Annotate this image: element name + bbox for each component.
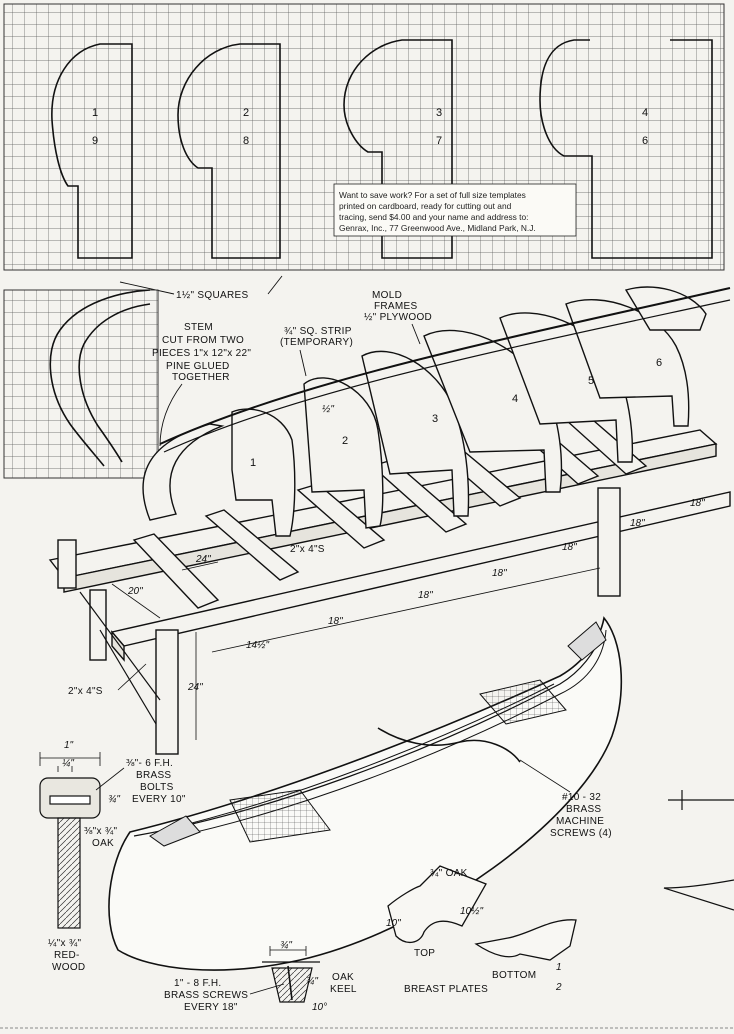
- partial-figure-right: [663, 790, 734, 911]
- dim-18-b: 18": [418, 590, 433, 601]
- plywood-label: ½" PLYWOOD: [364, 312, 432, 323]
- gunwale-section: [39, 752, 101, 929]
- dim-24-vertical: 24": [187, 682, 203, 693]
- template-7-number: 7: [436, 135, 442, 147]
- dim-keel-depth: ¾": [306, 976, 318, 987]
- mold-label: MOLD: [372, 290, 402, 301]
- stem-line-5: TOGETHER: [172, 372, 230, 383]
- bolts-label: BOLTS: [140, 782, 174, 793]
- frame-6-number: 6: [656, 357, 662, 369]
- dim-bottom-1: 1: [556, 962, 562, 973]
- machine-screws-machine: MACHINE: [556, 816, 604, 827]
- keel-section: [262, 946, 320, 1003]
- redwood-label-2: WOOD: [52, 962, 85, 973]
- note-line-3: tracing, send $4.00 and your name and ad…: [339, 212, 529, 222]
- dim-18-e: 18": [630, 518, 645, 529]
- oak-plate-label: ¾" OAK: [430, 868, 468, 879]
- dim-top-10: 10": [386, 918, 401, 929]
- dim-18-a: 18": [328, 616, 343, 627]
- finished-canoe: [108, 616, 623, 971]
- frame-1-number: 1: [250, 457, 256, 469]
- template-6-number: 6: [642, 135, 648, 147]
- dim-14-half: 14½": [246, 640, 269, 651]
- dim-three-quarter: ¾": [108, 794, 120, 805]
- breast-plates-label: BREAST PLATES: [404, 984, 488, 995]
- machine-screws-size: #10 - 32: [562, 792, 601, 803]
- bolts-spacing: EVERY 10": [132, 794, 186, 805]
- dim-half-inch: ½": [322, 404, 334, 415]
- dim-one-inch: 1": [64, 740, 74, 751]
- dim-10-half: 10½": [460, 906, 483, 917]
- redwood-label-1: RED-: [54, 950, 80, 961]
- stem-grid: [3, 289, 159, 479]
- stem-line-3: PIECES 1"x 12"x 22": [152, 348, 251, 359]
- oak-keel-label-2: KEEL: [330, 984, 357, 995]
- dim-18-f: 18": [690, 498, 705, 509]
- dim-18-d: 18": [562, 542, 577, 553]
- oak-section-label: OAK: [92, 838, 114, 849]
- note-line-1: Want to save work? For a set of full siz…: [339, 190, 526, 200]
- note-line-4: Genrax, Inc., 77 Greenwood Ave., Midland…: [339, 223, 536, 233]
- dim-keel-width: ¾": [280, 940, 292, 951]
- frames-label: FRAMES: [374, 301, 417, 312]
- frame-2-number: 2: [342, 435, 348, 447]
- dim-24-horizontal: 24": [195, 554, 211, 565]
- template-4-number: 4: [642, 107, 648, 119]
- two-by-four-upper-label: 2"x 4"S: [290, 544, 325, 555]
- oak-section-size: ⅜"x ¾": [84, 826, 118, 837]
- breast-plates: [387, 865, 577, 961]
- redwood-size: ¼"x ¾": [48, 937, 82, 949]
- dim-20: 20": [127, 586, 143, 597]
- template-2-number: 2: [243, 107, 249, 119]
- stem-line-4: PINE GLUED: [166, 361, 230, 372]
- bolts-size: ⅜"- 6 F.H.: [126, 758, 173, 769]
- dim-quarter-inch: ¼": [62, 757, 74, 769]
- breast-plate-bottom-label: BOTTOM: [492, 970, 536, 981]
- bolts-brass: BRASS: [136, 770, 171, 781]
- frame-5-number: 5: [588, 375, 594, 387]
- strip-label: ¾" SQ. STRIP: [284, 326, 352, 337]
- dim-bottom-2: 2: [555, 982, 562, 993]
- building-form: [48, 286, 731, 755]
- note-line-2: printed on cardboard, ready for cutting …: [339, 201, 512, 211]
- machine-screws-brass: BRASS: [566, 804, 601, 815]
- brass-screws-spacing: EVERY 18": [184, 1002, 238, 1013]
- frame-3-number: 3: [432, 413, 438, 425]
- two-by-four-lower-label: 2"x 4"S: [68, 686, 103, 697]
- brass-screws-size: 1" - 8 F.H.: [174, 978, 221, 989]
- machine-screws-count: SCREWS (4): [550, 828, 612, 839]
- dim-18-c: 18": [492, 568, 507, 579]
- dim-10-degrees: 10°: [312, 1002, 327, 1013]
- template-1-number: 1: [92, 107, 98, 119]
- stem-line-2: CUT FROM TWO: [162, 335, 244, 346]
- template-9-number: 9: [92, 135, 98, 147]
- breast-plate-top-label: TOP: [414, 948, 435, 959]
- oak-keel-label-1: OAK: [332, 972, 354, 983]
- stem-title: STEM: [184, 322, 213, 333]
- brass-screws-label: BRASS SCREWS: [164, 990, 248, 1001]
- strip-temporary-label: (TEMPORARY): [280, 337, 353, 348]
- template-8-number: 8: [243, 135, 249, 147]
- frame-4-number: 4: [512, 393, 518, 405]
- templates-offer-note: Want to save work? For a set of full siz…: [333, 183, 577, 237]
- template-3-number: 3: [436, 107, 442, 119]
- squares-label: 1½" SQUARES: [176, 290, 248, 301]
- jig-dimension-lines: [111, 561, 601, 740]
